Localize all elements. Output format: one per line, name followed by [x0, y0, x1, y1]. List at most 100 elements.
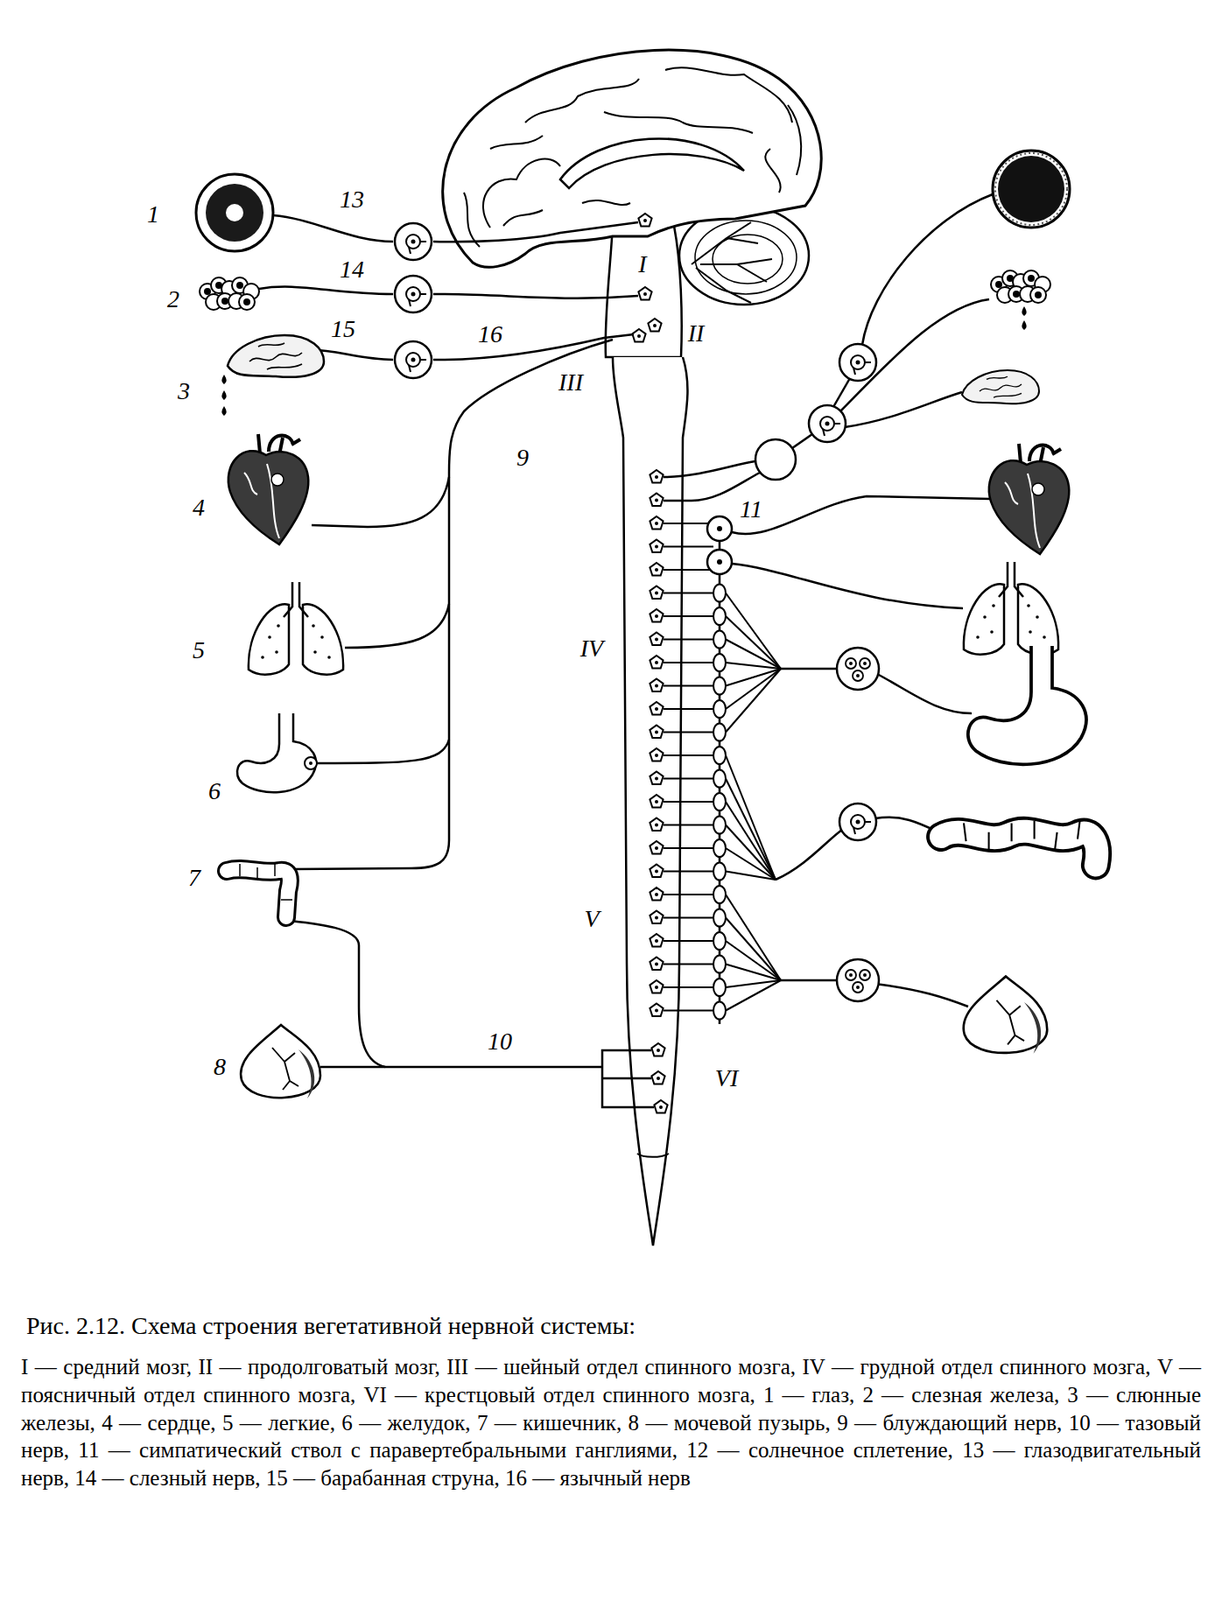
trunk-ganglion: [713, 955, 726, 974]
neuron-symbol: [632, 213, 668, 1114]
nerve-line: [663, 917, 714, 920]
nerve-line: [663, 461, 756, 478]
nerve-line: [725, 639, 781, 670]
label-anchor: 16: [477, 322, 503, 347]
nerve-line: [663, 523, 781, 1025]
nerve-line: [663, 708, 714, 710]
cerebrum-drawing: [560, 138, 745, 189]
neuron-symbol: [649, 609, 663, 623]
neuron-symbol: [649, 540, 663, 554]
trunk-ganglion: [713, 793, 726, 811]
nerve-line: [663, 754, 714, 757]
trunk-ganglion: [713, 700, 726, 718]
nerve-line: [663, 661, 714, 664]
organ-drawing: [962, 370, 1040, 404]
neuron-symbol: [651, 1043, 665, 1057]
callout-number: 6: [208, 777, 221, 805]
cerebrum-drawing: [442, 49, 822, 267]
cerebrum-drawing: [490, 135, 543, 149]
trunk-ganglion: [713, 839, 726, 857]
ganglion-symbol: [808, 405, 846, 443]
neuron-symbol: [649, 864, 663, 878]
organ-drawing: [968, 646, 1087, 765]
nerve-line: [663, 870, 714, 873]
trunk-ganglion: [713, 584, 726, 603]
trunk-ganglion: [713, 607, 726, 626]
label-anchor: 2: [167, 287, 180, 312]
neuron-symbol: [647, 318, 661, 332]
cerebrum-drawing: [765, 148, 780, 193]
label-anchor: III: [558, 370, 583, 395]
label-anchor: II: [688, 321, 705, 346]
callout-number: II: [688, 319, 705, 347]
cerebrum-drawing: [442, 49, 822, 267]
nerve-line: [663, 685, 714, 688]
neuron-symbol: [649, 818, 663, 832]
nerve-line: [663, 986, 714, 989]
nerve-line: [663, 546, 714, 548]
nerve-line: [663, 568, 714, 571]
nerve-line: [725, 662, 781, 669]
organ-drawing: [196, 174, 274, 252]
ganglion-symbol: [839, 344, 877, 381]
organ-drawing: [1021, 306, 1026, 317]
nerve-line: [725, 980, 781, 988]
nerve-line: [663, 847, 714, 850]
neuron-symbol: [649, 702, 663, 716]
neuron-symbol: [649, 1004, 663, 1018]
nerve-line: [663, 194, 993, 1007]
nerve-line: [663, 963, 714, 966]
trunk-ganglion: [713, 723, 726, 742]
organ-drawing: [226, 863, 293, 918]
cerebrum-drawing: [603, 112, 753, 134]
cerebrum-drawing: [483, 159, 561, 228]
nerve-line: [259, 287, 394, 295]
organ-drawing: [228, 434, 309, 545]
organ-drawing: [221, 390, 226, 401]
nerve-line: [433, 222, 639, 242]
callout-number: VI: [715, 1064, 738, 1092]
nerve-line: [862, 194, 993, 345]
neuron-symbol: [649, 632, 663, 647]
callout-number: 3: [177, 377, 190, 405]
trunk-ganglion: [713, 932, 726, 950]
label-anchor: IV: [580, 636, 604, 661]
trunk-ganglion: [713, 653, 726, 672]
cerebrum-drawing: [503, 210, 543, 226]
neuron-symbol: [649, 887, 663, 901]
nerve-line: [663, 778, 714, 780]
nerve-line: [725, 668, 781, 710]
neuron-symbol: [632, 329, 646, 343]
label-anchor: 3: [177, 379, 190, 404]
neuron-symbol: [649, 679, 663, 693]
organ-drawing: [304, 757, 317, 770]
label-anchor: 11: [739, 497, 763, 522]
cerebrum-drawing: [665, 67, 793, 123]
neuron-symbol: [651, 1071, 665, 1085]
nerve-line: [725, 755, 776, 880]
nerve-line: [731, 563, 963, 609]
neuron-symbol: [649, 493, 663, 507]
nerve-line: [663, 800, 714, 803]
label-anchor: 10: [487, 1029, 513, 1054]
trunk-ganglion: [707, 516, 732, 541]
ganglion-symbol: [836, 959, 879, 1002]
neuron-symbol: [649, 562, 663, 576]
ganglion-symbol: [839, 803, 877, 841]
label-anchor: 14: [339, 257, 365, 282]
callout-number: 11: [739, 495, 763, 523]
trunk-ganglion: [707, 516, 732, 1020]
ganglion-symbol: [394, 223, 879, 1002]
nerve-line: [775, 829, 843, 880]
organ-drawing: [196, 174, 344, 1099]
sympathetic-chain: [649, 470, 781, 1025]
organ-drawing: [248, 582, 344, 675]
nerve-line: [663, 615, 714, 618]
nerve-line: [315, 739, 450, 764]
trunk-ganglion: [713, 1002, 726, 1020]
callout-number: 8: [213, 1053, 226, 1081]
organ-drawing: [941, 150, 1097, 1054]
organ-drawing: [227, 335, 324, 378]
nerve-line: [320, 1066, 603, 1069]
nerve-line: [780, 979, 841, 983]
